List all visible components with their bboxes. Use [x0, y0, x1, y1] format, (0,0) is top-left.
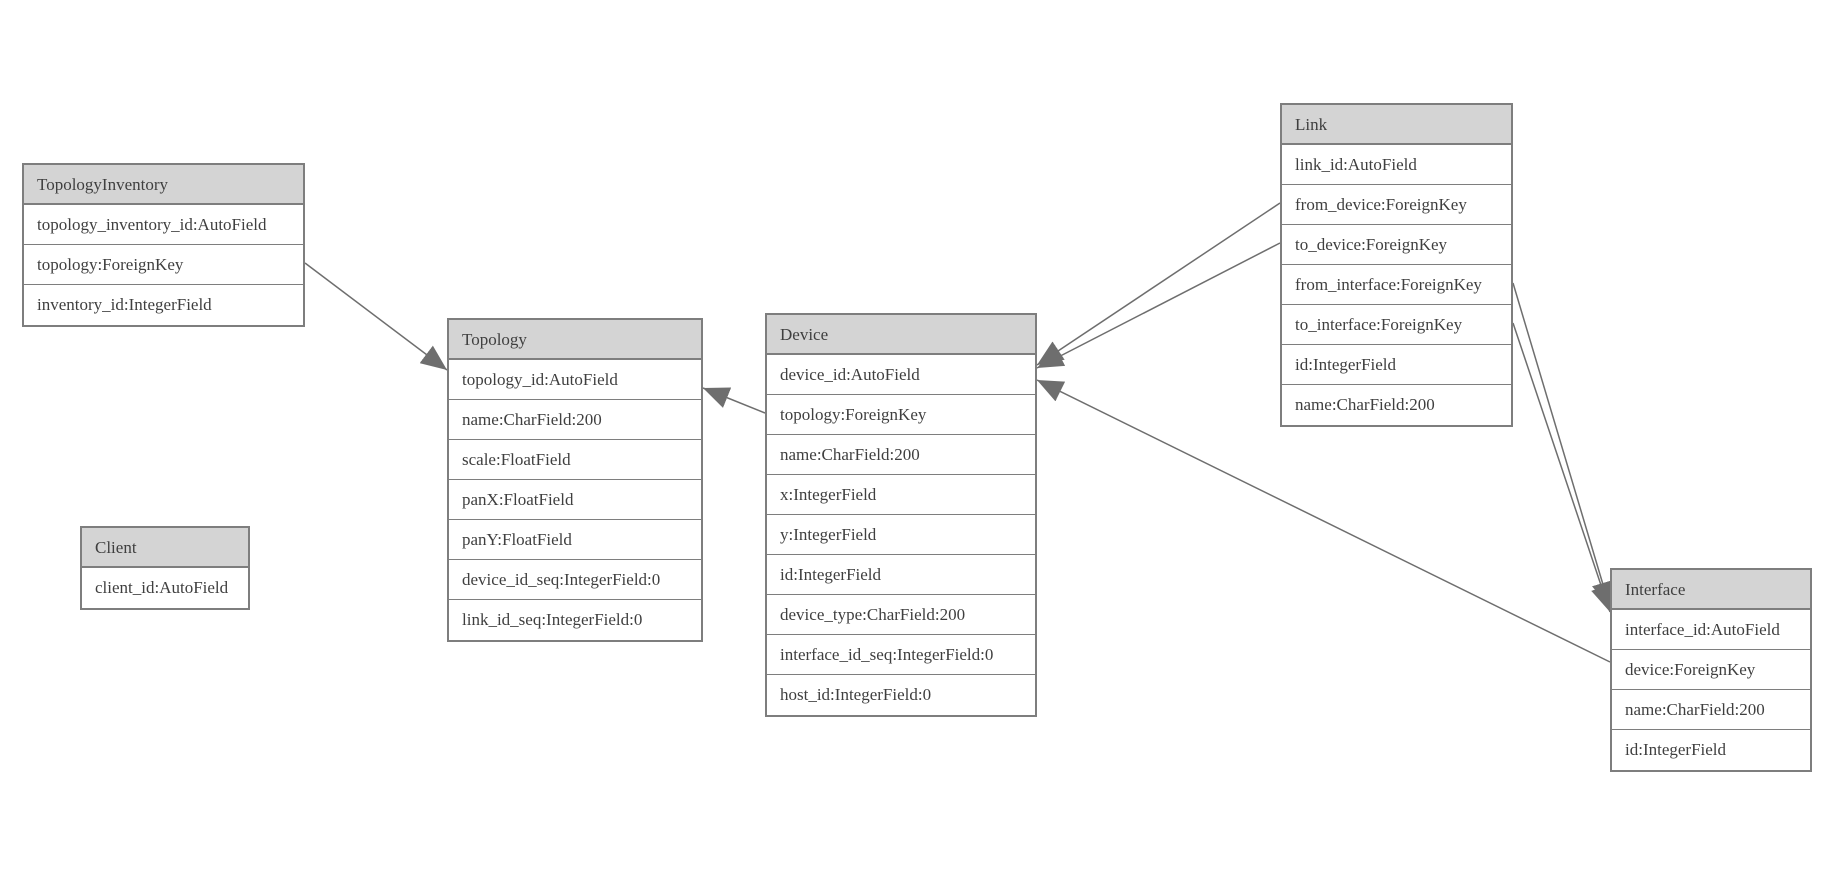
entity-field-from_interface: from_interface:ForeignKey — [1282, 265, 1511, 305]
entity-title-link: Link — [1282, 105, 1511, 145]
relationship-device-topology-to-topology — [702, 387, 766, 414]
entity-field-scale: scale:FloatField — [449, 440, 701, 480]
entity-field-host_id: host_id:IntegerField:0 — [780, 685, 932, 704]
entity-field-panX: panX:FloatField — [449, 480, 701, 520]
entity-field-name: name:CharField:200 — [449, 400, 701, 440]
entity-field-link_id: link_id:AutoField — [1282, 145, 1511, 185]
entity-field-topology: topology:ForeignKey — [24, 245, 303, 285]
entity-field-panY: panY:FloatField — [449, 520, 701, 560]
entity-field-to_interface: to_interface:ForeignKey — [1282, 305, 1511, 345]
entity-field-interface_id: interface_id:AutoField — [1612, 610, 1810, 650]
entity-title-interface: Interface — [1612, 570, 1810, 610]
entity-field-y: y:IntegerField — [767, 515, 1035, 555]
entity-field-inventory_id: inventory_id:IntegerField — [37, 295, 212, 314]
entity-field-link_id_seq: link_id_seq:IntegerField:0 — [462, 610, 643, 629]
entity-field-id: id:IntegerField — [1625, 740, 1727, 759]
entity-field-device_id: device_id:AutoField — [767, 355, 1035, 395]
relationship-link-to_interface-to-interface — [1512, 322, 1613, 613]
entity-title-device: Device — [767, 315, 1035, 355]
relationship-topologyinventory-topology-to-topology — [304, 262, 448, 371]
entity-title-topology: Topology — [449, 320, 701, 360]
entity-field-id: id:IntegerField — [1282, 345, 1511, 385]
entity-field-topology_inventory_id: topology_inventory_id:AutoField — [24, 205, 303, 245]
entity-field-topology_id: topology_id:AutoField — [449, 360, 701, 400]
relationship-link-from_device-to-device — [1036, 202, 1281, 366]
entity-field-name: name:CharField:200 — [1612, 690, 1810, 730]
entity-field-x: x:IntegerField — [767, 475, 1035, 515]
entity-field-device: device:ForeignKey — [1612, 650, 1810, 690]
entity-field-from_device: from_device:ForeignKey — [1282, 185, 1511, 225]
entity-field-interface_id_seq: interface_id_seq:IntegerField:0 — [767, 635, 1035, 675]
entity-field-device_id_seq: device_id_seq:IntegerField:0 — [449, 560, 701, 600]
entity-field-name: name:CharField:200 — [767, 435, 1035, 475]
entity-title-topologyinventory: TopologyInventory — [24, 165, 303, 205]
relationship-link-to_device-to-device — [1036, 242, 1281, 369]
entity-client: Client client_id:AutoField — [80, 526, 250, 610]
entity-field-name: name:CharField:200 — [1295, 395, 1435, 414]
entity-field-client_id: client_id:AutoField — [95, 578, 229, 597]
entity-field-id: id:IntegerField — [767, 555, 1035, 595]
entity-field-topology: topology:ForeignKey — [767, 395, 1035, 435]
relationship-interface-device-to-device — [1036, 379, 1611, 663]
entity-title-client: Client — [82, 528, 248, 568]
entity-field-to_device: to_device:ForeignKey — [1282, 225, 1511, 265]
entity-field-device_type: device_type:CharField:200 — [767, 595, 1035, 635]
relationship-link-from_interface-to-interface — [1512, 282, 1614, 609]
